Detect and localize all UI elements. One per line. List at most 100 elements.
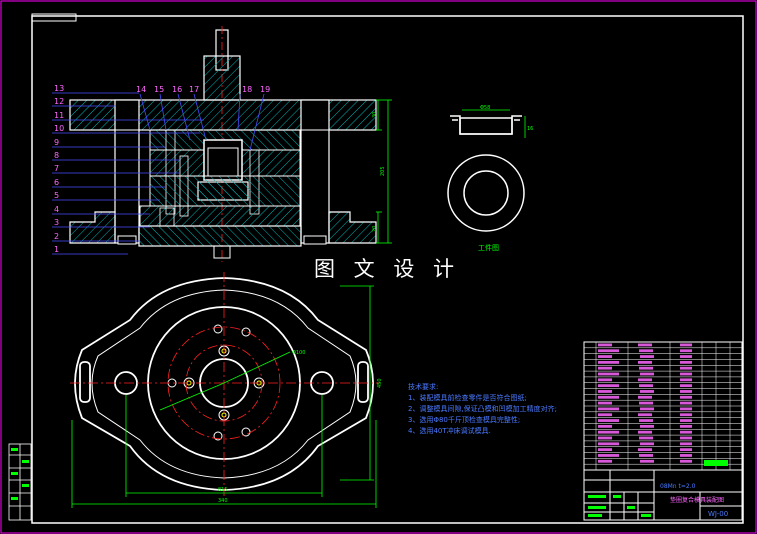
label-4: 4 [54,205,59,214]
bom-cell-text [598,384,619,388]
section-labels: 1 2 3 4 5 6 7 8 9 10 11 12 13 14 15 16 1… [54,84,270,254]
bom-cell-text [640,390,654,393]
bom-cell-text [598,454,619,457]
bom-cell-text [639,401,653,405]
label-9: 9 [54,138,59,147]
bom-cell-text [680,395,692,399]
bom-cell-text [640,442,654,446]
label-7: 7 [54,164,59,173]
bom-cell-text [640,424,654,428]
bom-cell-text [680,430,692,434]
bom-cell-text [638,378,652,382]
bom-cell-text [598,355,612,358]
bom-cell-text [598,390,612,393]
bom-cell-text [598,378,612,382]
bom-cell-text [640,407,654,411]
watermark-bg [308,252,458,282]
bom-cell-text [680,372,692,376]
inner-frame [31,15,744,524]
bom-cell-text [680,454,692,457]
tech-item-3: 3、选用Φ80千斤顶检查模具完整性; [408,415,520,424]
bom-cell-text [638,430,652,434]
workpiece-dims [462,109,526,138]
workpiece-section [450,115,522,135]
bom-table [583,341,743,471]
label-14: 14 [136,85,146,94]
label-2: 2 [54,232,59,241]
bom-cell-text [680,355,692,358]
bom-cell-text [598,424,612,428]
tech-heading: 技术要求: [408,382,438,391]
title-material: 08Mn t=2.0 [660,483,696,490]
label-6: 6 [54,178,59,187]
bom-cell-text [639,454,653,457]
tech-item-2: 2、调整模具间隙,保证凸模和凹模加工精度对齐; [408,404,557,413]
tech-item-1: 1、装配模具前检查零件是否符合图纸; [408,393,527,402]
bom-cell-text [680,360,692,364]
label-3: 3 [54,218,59,227]
label-13: 13 [54,84,64,93]
bom-cell-text [598,360,619,364]
tech-item-4: 4、选用40T冲床调试模具. [408,426,491,435]
bom-cell-text [598,436,612,440]
bom-cell-text [639,349,653,353]
title-code: WJ-00 [708,510,728,518]
label-1: 1 [54,245,59,254]
dim-part-height: 16 [527,126,533,132]
bom-cell-text [639,419,653,422]
section-dim-text: 205 30 20 [372,112,386,232]
workpiece-plan [447,154,525,232]
bom-cell-text [598,349,619,353]
label-5: 5 [54,191,59,200]
bom-cell-text [638,448,652,452]
title-block-fills [588,495,651,517]
bom-cell-text [680,413,692,417]
label-19: 19 [260,85,270,94]
bom-cell-text [639,384,653,388]
bom-cell-text [680,343,692,347]
dim-plan-height: 450 [377,378,383,388]
bom-cell-text [680,366,692,370]
dim-hole-circle: Φ100 [292,350,305,356]
bom-cell-text [680,401,692,405]
dim-section-top: 30 [372,112,378,118]
title-name: 垫圈复合模具装配图 [670,496,724,504]
plan-dimensions [71,285,377,508]
bom-cell-text [638,343,652,347]
section-dimensions [376,99,392,244]
bom-cell-text [598,442,619,446]
bom-cell-text [638,413,652,417]
dim-section-bottom: 20 [372,226,378,232]
bom-cell-text [598,419,619,422]
bom-cell-text [639,366,653,370]
bom-cell-text [638,395,652,399]
bom-cell-text [598,372,619,376]
plan-holes [167,324,265,441]
label-12: 12 [54,97,64,106]
dim-part-width: Φ58 [480,105,490,111]
section-view [69,26,377,262]
bom-cell-text [640,459,654,463]
plan-dim-text: 815 340 450 Φ100 [218,350,383,504]
bom-cell-text [680,459,692,463]
bom-cell-text [598,343,612,347]
workpiece-label: 工件图 [478,243,499,252]
tech-requirements: 技术要求: 1、装配模具前检查零件是否符合图纸; 2、调整模具间隙,保证凸模和凹… [408,382,557,435]
left-margin-table [8,443,32,521]
label-10: 10 [54,124,64,133]
bom-cell-text [638,360,652,364]
bom-cell-text [680,384,692,388]
label-17: 17 [189,85,199,94]
bom-cell-text [680,407,692,411]
bom-cell-text [680,390,692,393]
dim-section-height: 205 [380,166,386,176]
label-11: 11 [54,111,64,120]
watermark: 图 文 设 计 [314,257,460,281]
bom-cell-text [598,413,612,417]
bom-cell-text [680,442,692,446]
bom-cell-text [598,395,619,399]
bom-cell-text [598,448,612,452]
label-16: 16 [172,85,182,94]
bom-cell-text [680,448,692,452]
